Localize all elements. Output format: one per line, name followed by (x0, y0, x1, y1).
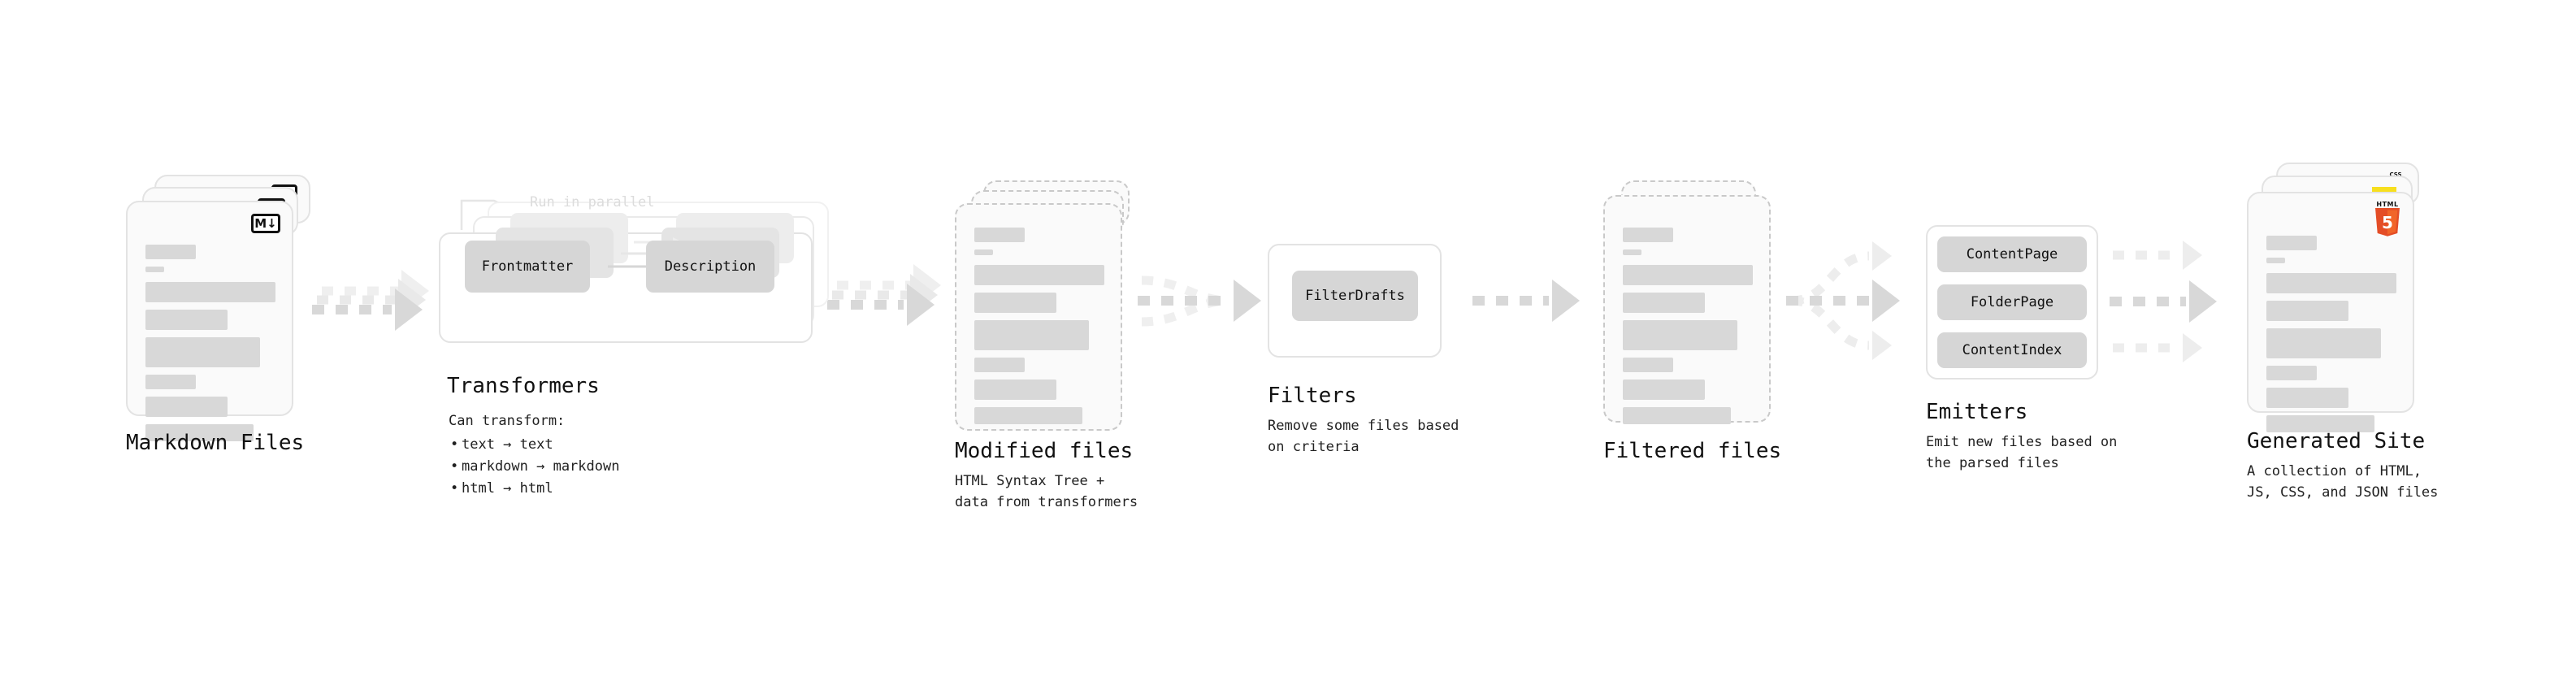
filter-chip-label: FilterDrafts (1305, 288, 1405, 304)
doc-line (2266, 258, 2285, 263)
html5-shield: 5 (2375, 208, 2400, 236)
stage-markdown-files: M↓ M↓ M↓ (126, 175, 313, 441)
doc-line (974, 358, 1026, 372)
arrow-filters-to-filtered (1472, 280, 1580, 322)
doc-line (974, 320, 1089, 350)
transformers-bullet: markdown → markdown (450, 456, 620, 478)
doc-line (974, 293, 1056, 313)
arrow-markdown-to-transformers (312, 270, 429, 331)
doc-line (2266, 236, 2317, 250)
doc-line (2266, 366, 2318, 380)
doc-line (2266, 388, 2348, 408)
stage-title-filtered-files: Filtered files (1603, 439, 1782, 463)
stage-title-modified-files: Modified files (955, 439, 1134, 463)
stage-subtitle-modified-files: HTML Syntax Tree + data from transformer… (955, 473, 1138, 510)
stage-title-transformers: Transformers (447, 374, 600, 398)
emitter-chip-contentpage[interactable]: ContentPage (1937, 236, 2087, 272)
doc-line (974, 249, 993, 255)
doc-line (974, 407, 1082, 424)
emitter-chip-label: ContentIndex (1962, 342, 2062, 358)
stage-subtitle-filters: Remove some files based on criteria (1268, 418, 1459, 455)
stage-transformers: Frontmatter Description (439, 202, 845, 348)
doc-line (145, 337, 260, 367)
doc-line (1623, 380, 1705, 400)
svg-text:5: 5 (2382, 213, 2393, 232)
doc-line (1623, 320, 1737, 350)
stage-title-filters: Filters (1268, 384, 1357, 408)
arrow-emitters-to-site (2110, 241, 2217, 362)
transformers-bullet: text → text (450, 434, 619, 456)
site-card-html: HTML 5 (2247, 192, 2414, 432)
stage-filtered-files (1603, 180, 1790, 424)
markdown-icon: M↓ (251, 214, 280, 233)
document-skeleton (2266, 236, 2396, 432)
stage-subtitle-generated-site: A collection of HTML, JS, CSS, and JSON … (2247, 463, 2439, 501)
markdown-card-front: M↓ (126, 201, 293, 441)
run-in-parallel-label: Run in parallel (530, 194, 655, 210)
doc-line (145, 282, 275, 302)
transformer-chip-label: Frontmatter (481, 258, 574, 275)
transformer-chip-label: Description (664, 258, 757, 275)
doc-line (974, 380, 1056, 400)
doc-line (1623, 228, 1673, 242)
html5-icon: HTML 5 (2374, 202, 2401, 242)
doc-line (2266, 273, 2396, 293)
doc-line (145, 245, 196, 259)
stage-emitters: ContentPage FolderPage ContentIndex (1926, 225, 2098, 380)
doc-line (1623, 249, 1641, 255)
filtered-card-front (1603, 195, 1771, 424)
doc-line (145, 397, 228, 417)
stage-modified-files (955, 180, 1142, 431)
doc-line (1623, 265, 1753, 285)
doc-line (974, 228, 1025, 242)
emitter-chip-folderpage[interactable]: FolderPage (1937, 284, 2087, 320)
modified-card-front (955, 203, 1122, 431)
doc-line (974, 265, 1104, 285)
stage-title-generated-site: Generated Site (2247, 429, 2426, 453)
stage-filters: FilterDrafts (1268, 244, 1442, 358)
transformers-capabilities: Can transform: text → text markdown → ma… (449, 410, 619, 499)
document-skeleton (1623, 228, 1753, 424)
doc-line (2266, 301, 2348, 321)
filter-chip-filterdrafts[interactable]: FilterDrafts (1292, 271, 1418, 321)
stage-title-emitters: Emitters (1926, 400, 2028, 424)
emitter-chip-contentindex[interactable]: ContentIndex (1937, 332, 2087, 368)
doc-line (2266, 328, 2381, 358)
doc-line (2266, 415, 2374, 432)
stage-subtitle-emitters: Emit new files based on the parsed files (1926, 434, 2118, 471)
emitter-chip-label: FolderPage (1970, 294, 2054, 310)
doc-line (1623, 358, 1674, 372)
stage-title-markdown-files: Markdown Files (126, 431, 305, 455)
doc-line (145, 375, 197, 389)
stage-generated-site: CSS HTML 5 (2247, 163, 2434, 432)
arrow-filtered-to-emitters (1786, 241, 1900, 360)
transformer-chip-description[interactable]: Description (646, 241, 774, 293)
arrow-modified-to-filters (1138, 275, 1261, 327)
doc-line (145, 267, 164, 272)
document-skeleton (974, 228, 1104, 424)
doc-line (145, 424, 254, 441)
doc-line (145, 310, 228, 330)
transformer-chip-frontmatter[interactable]: Frontmatter (465, 241, 590, 293)
transformers-capabilities-lead: Can transform: (449, 413, 566, 429)
transformers-bullet: html → html (450, 478, 619, 500)
document-skeleton (145, 245, 275, 441)
doc-line (1623, 293, 1705, 313)
doc-line (1623, 407, 1731, 424)
emitter-chip-label: ContentPage (1966, 246, 2058, 262)
